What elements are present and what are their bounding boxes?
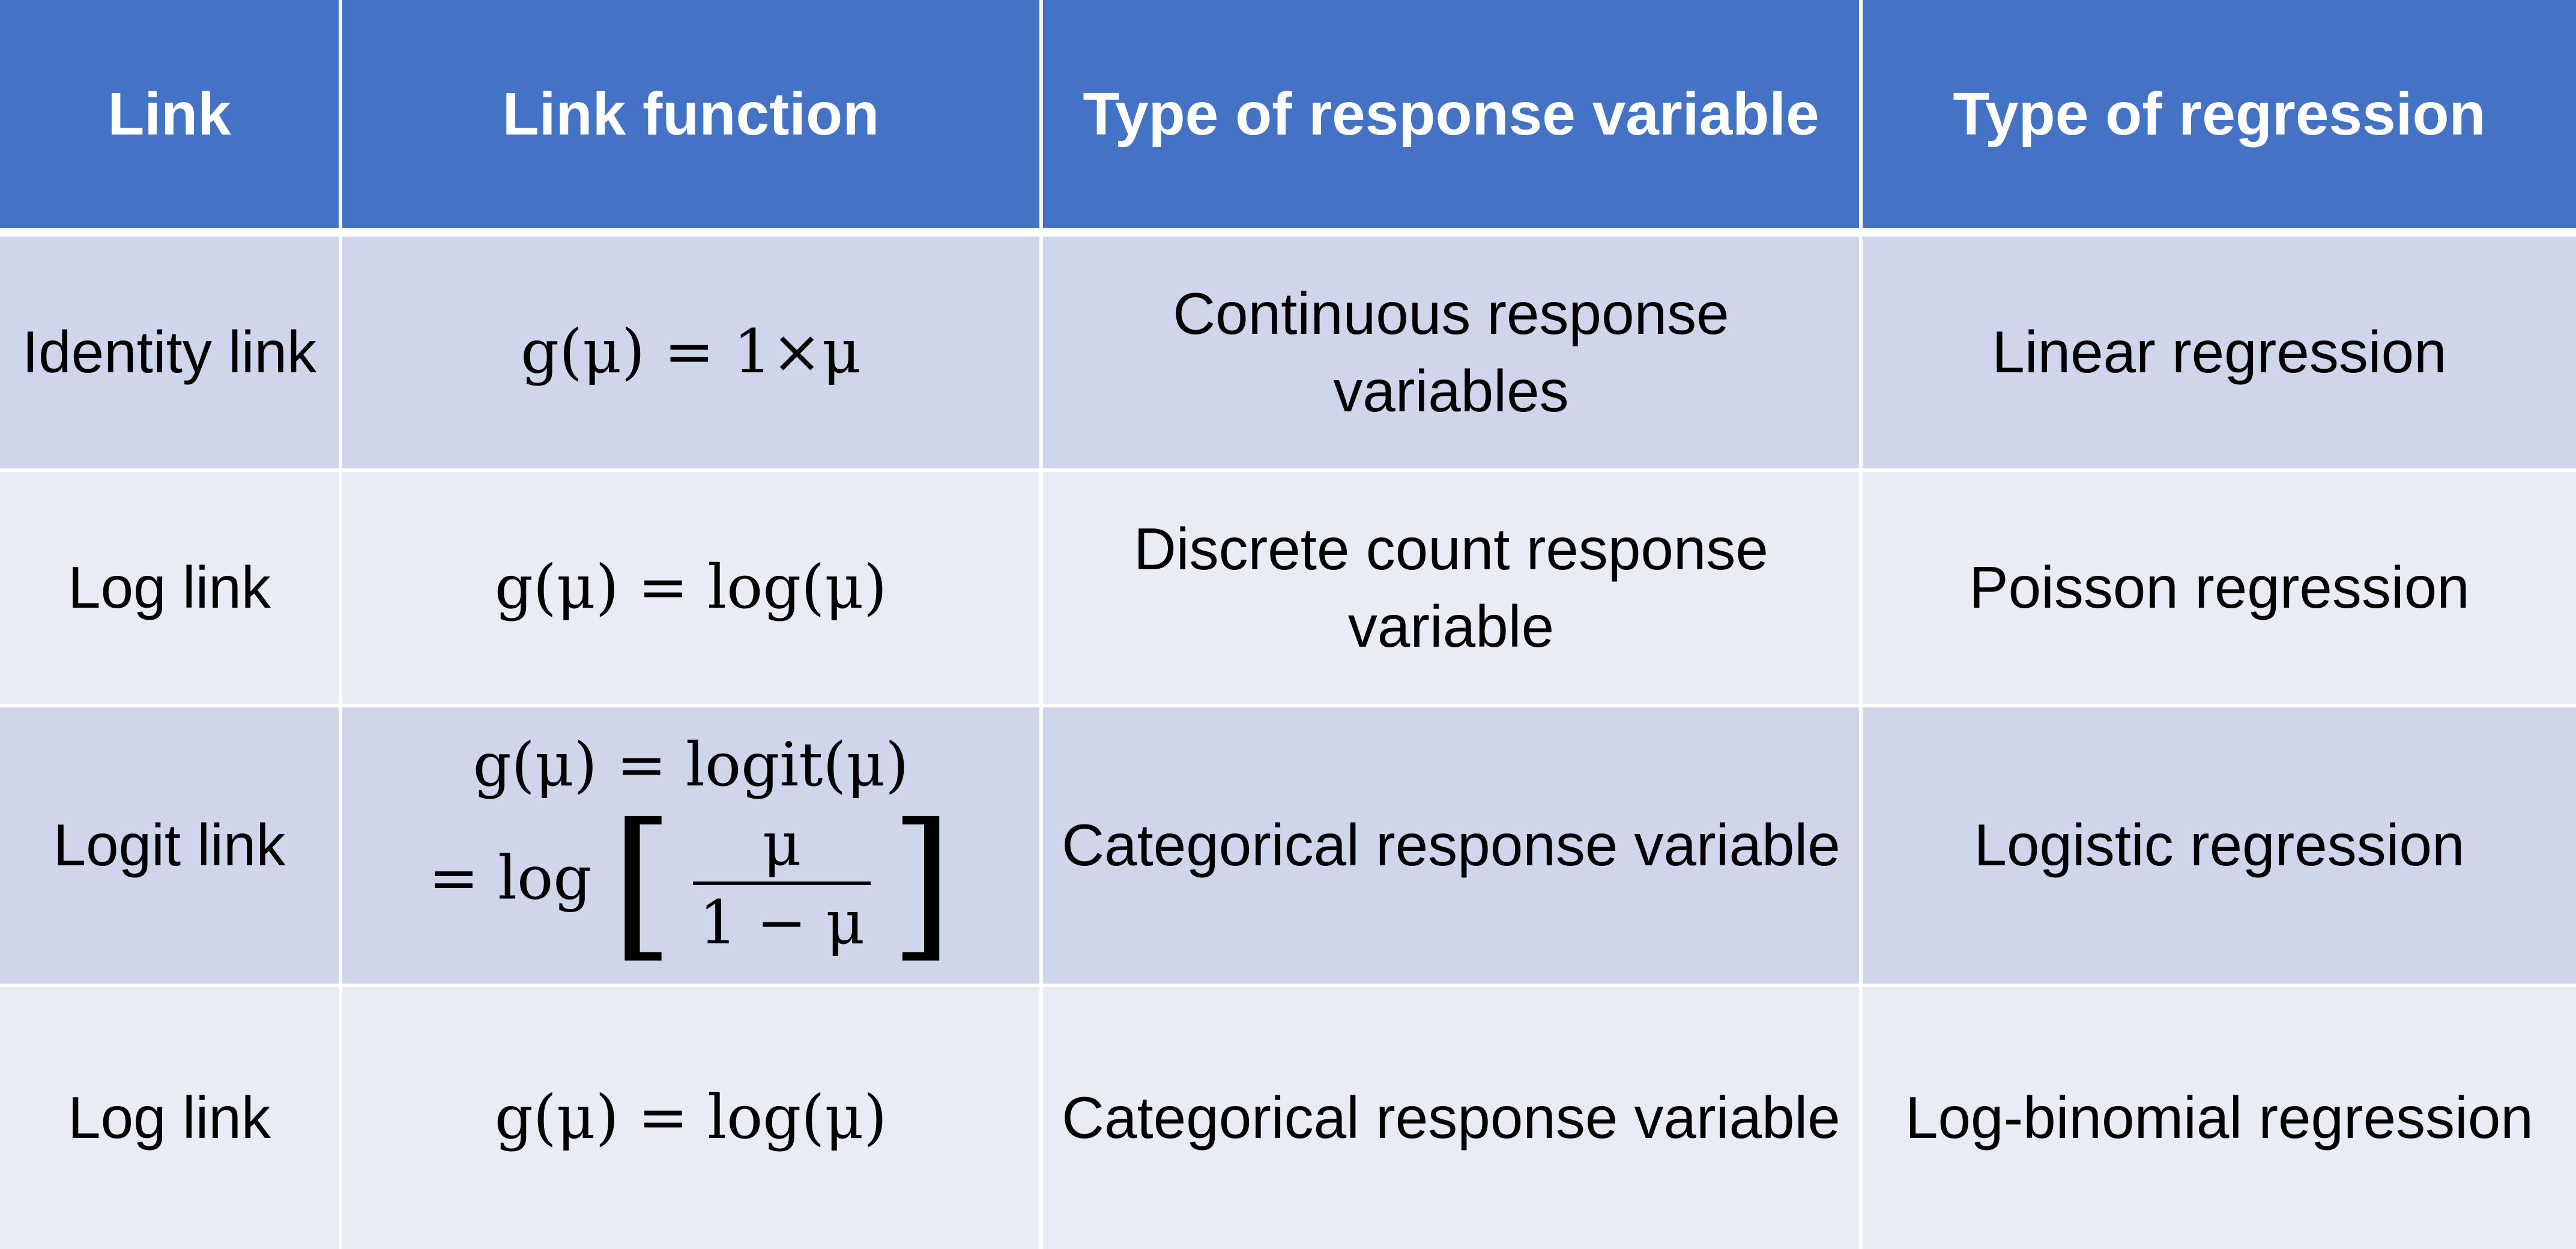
cell-link-function: g(μ) = logit(μ) = log [ μ 1 − μ ] (342, 707, 1043, 987)
formula-line-2: = log [ μ 1 − μ ] (360, 802, 1021, 964)
table-body: Identity link g(μ) = 1×μ Continuous resp… (0, 237, 2576, 1249)
cell-response-type: Discrete count response variable (1043, 472, 1863, 707)
formula: g(μ) = log(μ) (494, 1082, 887, 1153)
formula: g(μ) = logit(μ) = log [ μ 1 − μ ] (360, 727, 1021, 964)
right-bracket: ] (890, 788, 954, 978)
cell-link: Logit link (0, 707, 342, 987)
cell-regression-type: Log-binomial regression (1863, 987, 2576, 1249)
header-row: Link Link function Type of response vari… (0, 0, 2576, 237)
formula: g(μ) = log(μ) (494, 552, 887, 623)
fraction: μ 1 − μ (693, 806, 871, 960)
header-regression-type: Type of regression (1863, 0, 2576, 237)
cell-link-function: g(μ) = 1×μ (342, 237, 1043, 472)
cell-response-type: Categorical response variable (1043, 987, 1863, 1249)
cell-regression-type: Poisson regression (1863, 472, 2576, 707)
formula-line-1: g(μ) = logit(μ) (473, 729, 909, 800)
fraction-denominator: 1 − μ (693, 881, 871, 960)
header-response-type: Type of response variable (1043, 0, 1863, 237)
fraction-numerator: μ (762, 808, 802, 879)
cell-link: Log link (0, 987, 342, 1249)
cell-response-type: Continuous response variables (1043, 237, 1863, 472)
cell-regression-type: Logistic regression (1863, 707, 2576, 987)
cell-response-type: Categorical response variable (1043, 707, 1863, 987)
table-row: Logit link g(μ) = logit(μ) = log [ μ 1 −… (0, 707, 2576, 987)
table-header: Link Link function Type of response vari… (0, 0, 2576, 237)
table-row: Log link g(μ) = log(μ) Discrete count re… (0, 472, 2576, 707)
header-link: Link (0, 0, 342, 237)
formula: g(μ) = 1×μ (521, 316, 861, 387)
cell-link-function: g(μ) = log(μ) (342, 987, 1043, 1249)
cell-link: Log link (0, 472, 342, 707)
table-row: Log link g(μ) = log(μ) Categorical respo… (0, 987, 2576, 1249)
cell-link: Identity link (0, 237, 342, 472)
formula-log-prefix: = log (428, 842, 592, 913)
left-bracket: [ (611, 788, 674, 978)
cell-link-function: g(μ) = log(μ) (342, 472, 1043, 707)
table-row: Identity link g(μ) = 1×μ Continuous resp… (0, 237, 2576, 472)
cell-regression-type: Linear regression (1863, 237, 2576, 472)
header-link-function: Link function (342, 0, 1043, 237)
